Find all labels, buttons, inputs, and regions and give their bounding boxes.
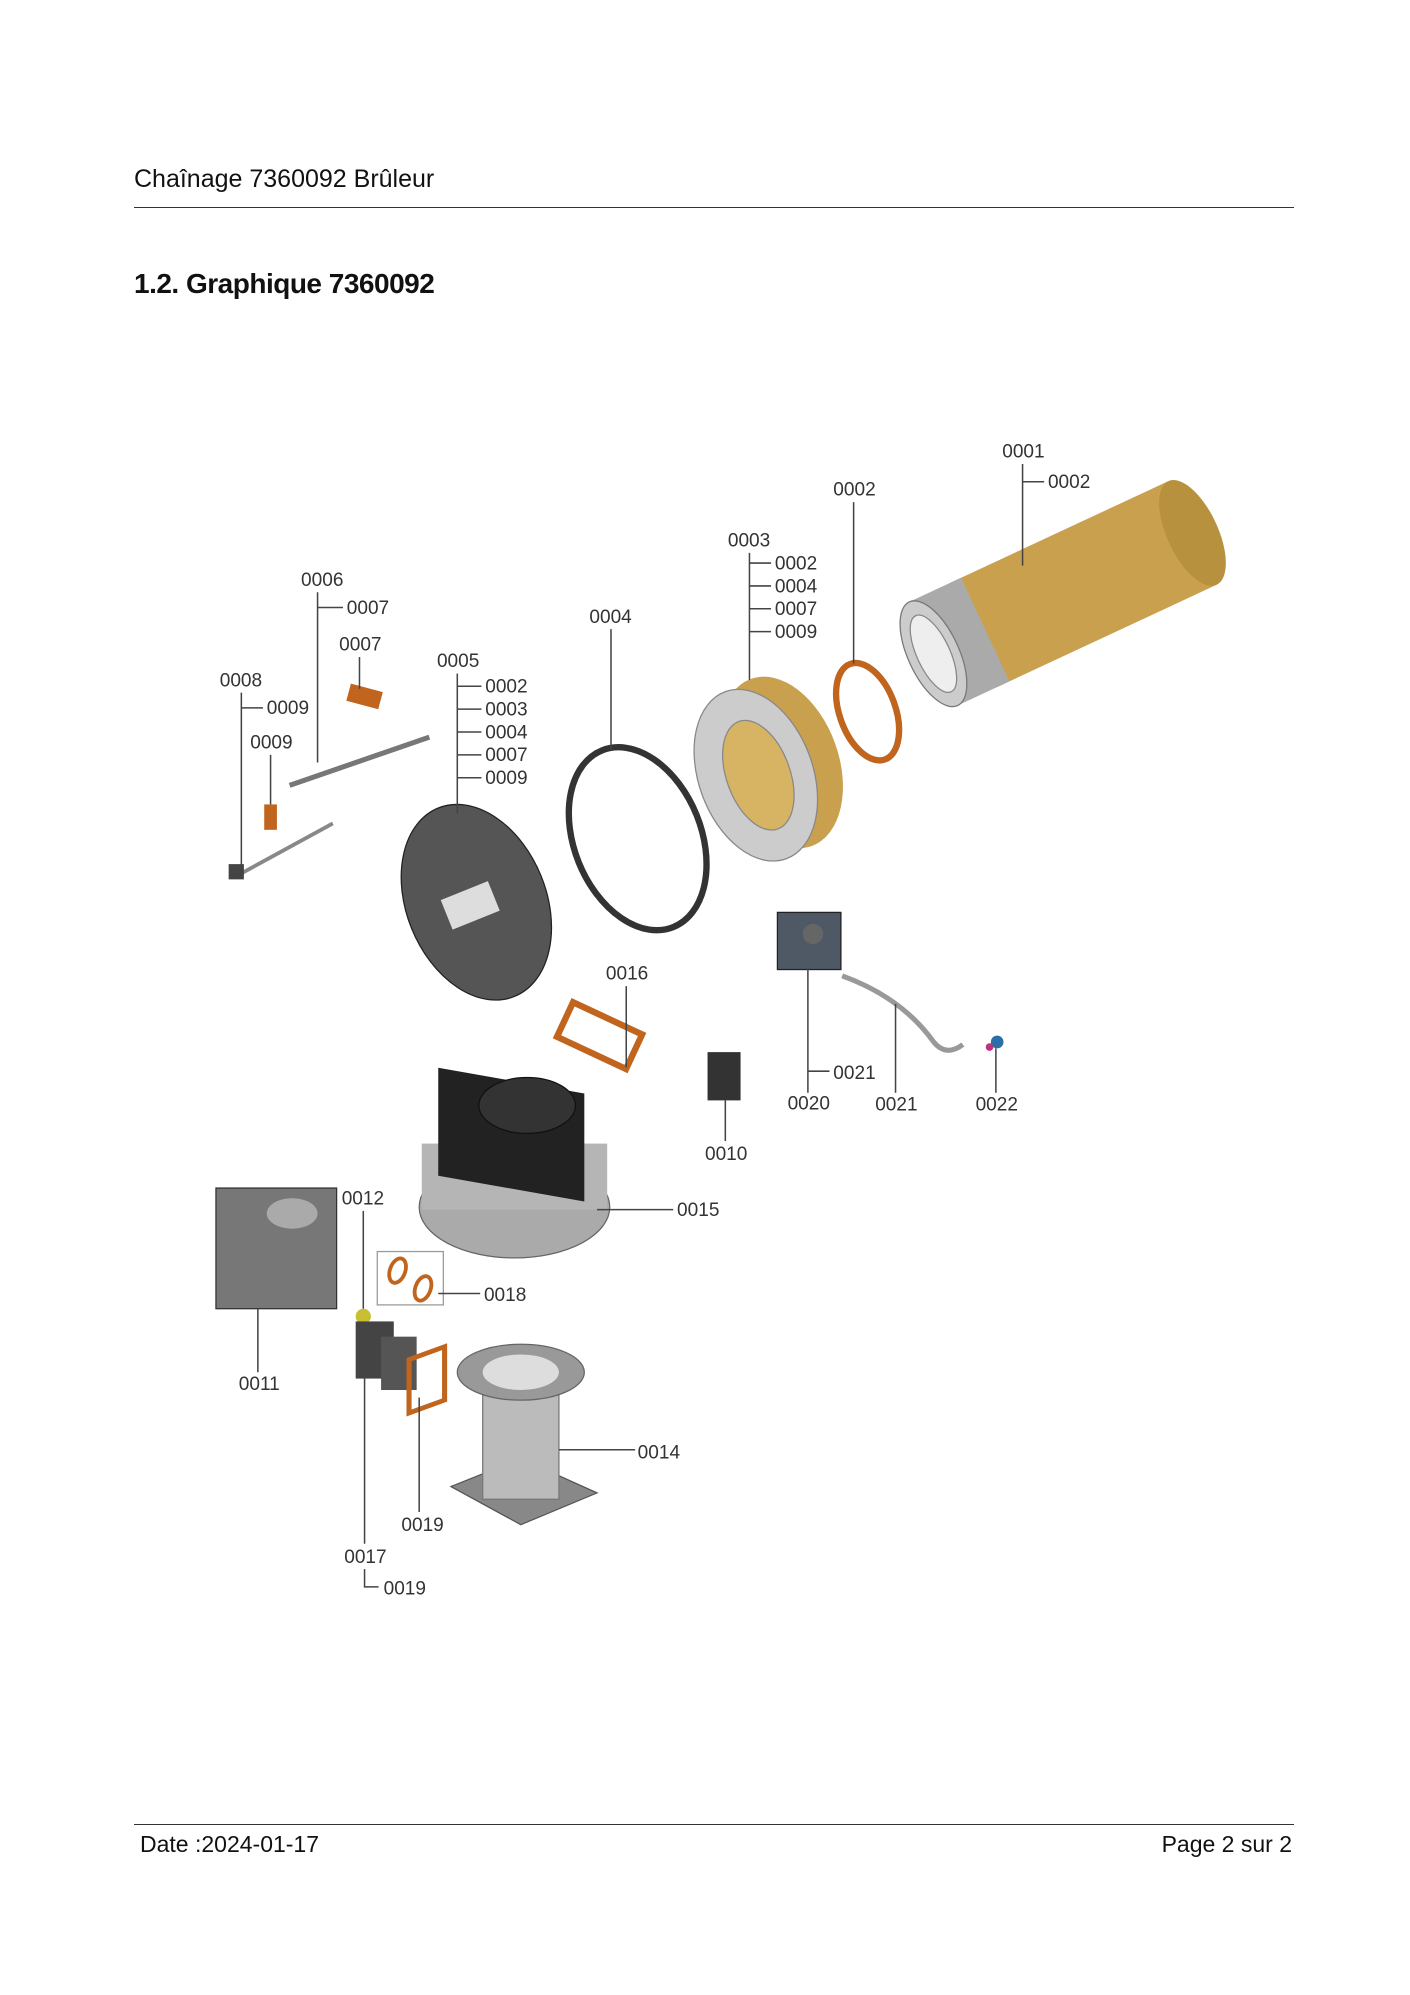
callout-0018: 0018 bbox=[484, 1285, 526, 1306]
callout-0003: 0003 bbox=[728, 531, 770, 552]
callout-0005-sub: 0003 bbox=[485, 700, 527, 721]
callout-0008: 0008 bbox=[220, 670, 262, 691]
part-0020-coil bbox=[776, 911, 842, 971]
document-header: Chaînage 7360092 Brûleur bbox=[134, 165, 435, 193]
callout-0019: 0019 bbox=[401, 1515, 443, 1536]
callout-0015: 0015 bbox=[677, 1200, 719, 1221]
part-0001-burner-tube bbox=[899, 480, 1226, 708]
section-title: 1.2. Graphique 7360092 bbox=[134, 268, 435, 299]
callout-0004: 0004 bbox=[589, 607, 632, 628]
callout-0002: 0002 bbox=[833, 480, 875, 501]
callout-0020-sub: 0021 bbox=[833, 1063, 875, 1084]
callout-0005-sub: 0007 bbox=[485, 745, 527, 766]
callout-0008-sub: 0009 bbox=[267, 698, 309, 719]
callout-0016: 0016 bbox=[606, 964, 648, 985]
callout-0003-sub: 0002 bbox=[775, 553, 817, 574]
part-0004-seal-ring bbox=[565, 744, 710, 934]
callout-0005-sub: 0004 bbox=[485, 722, 528, 743]
footer-page-number: Page 2 sur 2 bbox=[1161, 1831, 1292, 1857]
part-0014-gas-pipe bbox=[449, 1343, 599, 1526]
header-divider bbox=[134, 207, 1294, 208]
part-0003-brass-ring bbox=[693, 676, 843, 862]
callout-0009: 0009 bbox=[250, 733, 292, 754]
callout-0012: 0012 bbox=[342, 1189, 384, 1210]
part-0007-gasket bbox=[346, 683, 383, 710]
part-0015-fan bbox=[418, 1067, 611, 1259]
part-0006-electrode bbox=[288, 734, 431, 788]
callout-0017-sub: 0019 bbox=[384, 1579, 426, 1600]
part-0022-connector bbox=[985, 1035, 1004, 1051]
leader-lines bbox=[240, 463, 1045, 1588]
callout-0022: 0022 bbox=[976, 1095, 1018, 1116]
callout-0020: 0020 bbox=[788, 1093, 830, 1114]
callout-0014: 0014 bbox=[638, 1443, 681, 1464]
callout-0005-sub: 0009 bbox=[485, 768, 527, 789]
callout-0011: 0011 bbox=[239, 1374, 280, 1395]
footer-divider bbox=[134, 1824, 1294, 1825]
part-0008-electrode bbox=[228, 821, 334, 880]
callout-0007: 0007 bbox=[339, 635, 381, 656]
callout-0005: 0005 bbox=[437, 651, 479, 672]
part-0017-flange bbox=[355, 1321, 417, 1391]
callout-0001-sub: 0002 bbox=[1048, 472, 1090, 493]
callout-0005-sub: 0002 bbox=[485, 677, 527, 698]
part-0016-gasket bbox=[552, 998, 647, 1074]
part-0005-burner-door bbox=[400, 803, 553, 1001]
callout-0021: 0021 bbox=[875, 1095, 917, 1116]
part-0019-gasket bbox=[406, 1343, 448, 1417]
part-0010-switch bbox=[707, 1052, 741, 1101]
callout-0010: 0010 bbox=[705, 1144, 747, 1165]
footer-date: Date :2024-01-17 bbox=[140, 1831, 320, 1857]
part-0011-gas-valve bbox=[215, 1187, 338, 1310]
callout-0003-sub: 0007 bbox=[775, 599, 817, 620]
callout-0006: 0006 bbox=[301, 570, 343, 591]
callout-0017: 0017 bbox=[344, 1547, 386, 1568]
part-0012-nozzle bbox=[355, 1308, 371, 1324]
part-0018-o-rings bbox=[376, 1250, 444, 1306]
part-0009-gasket bbox=[264, 804, 277, 830]
part-0002-gasket-ring bbox=[832, 659, 903, 764]
callout-0003-sub: 0004 bbox=[775, 576, 818, 597]
callout-0006-sub: 0007 bbox=[347, 598, 389, 619]
callout-0001: 0001 bbox=[1002, 442, 1044, 463]
part-0021-cable bbox=[841, 973, 965, 1053]
callout-labels: 0001 0002 0002 0003 0002 0004 0007 0009 … bbox=[220, 442, 1091, 1600]
callout-0003-sub: 0009 bbox=[775, 622, 817, 643]
